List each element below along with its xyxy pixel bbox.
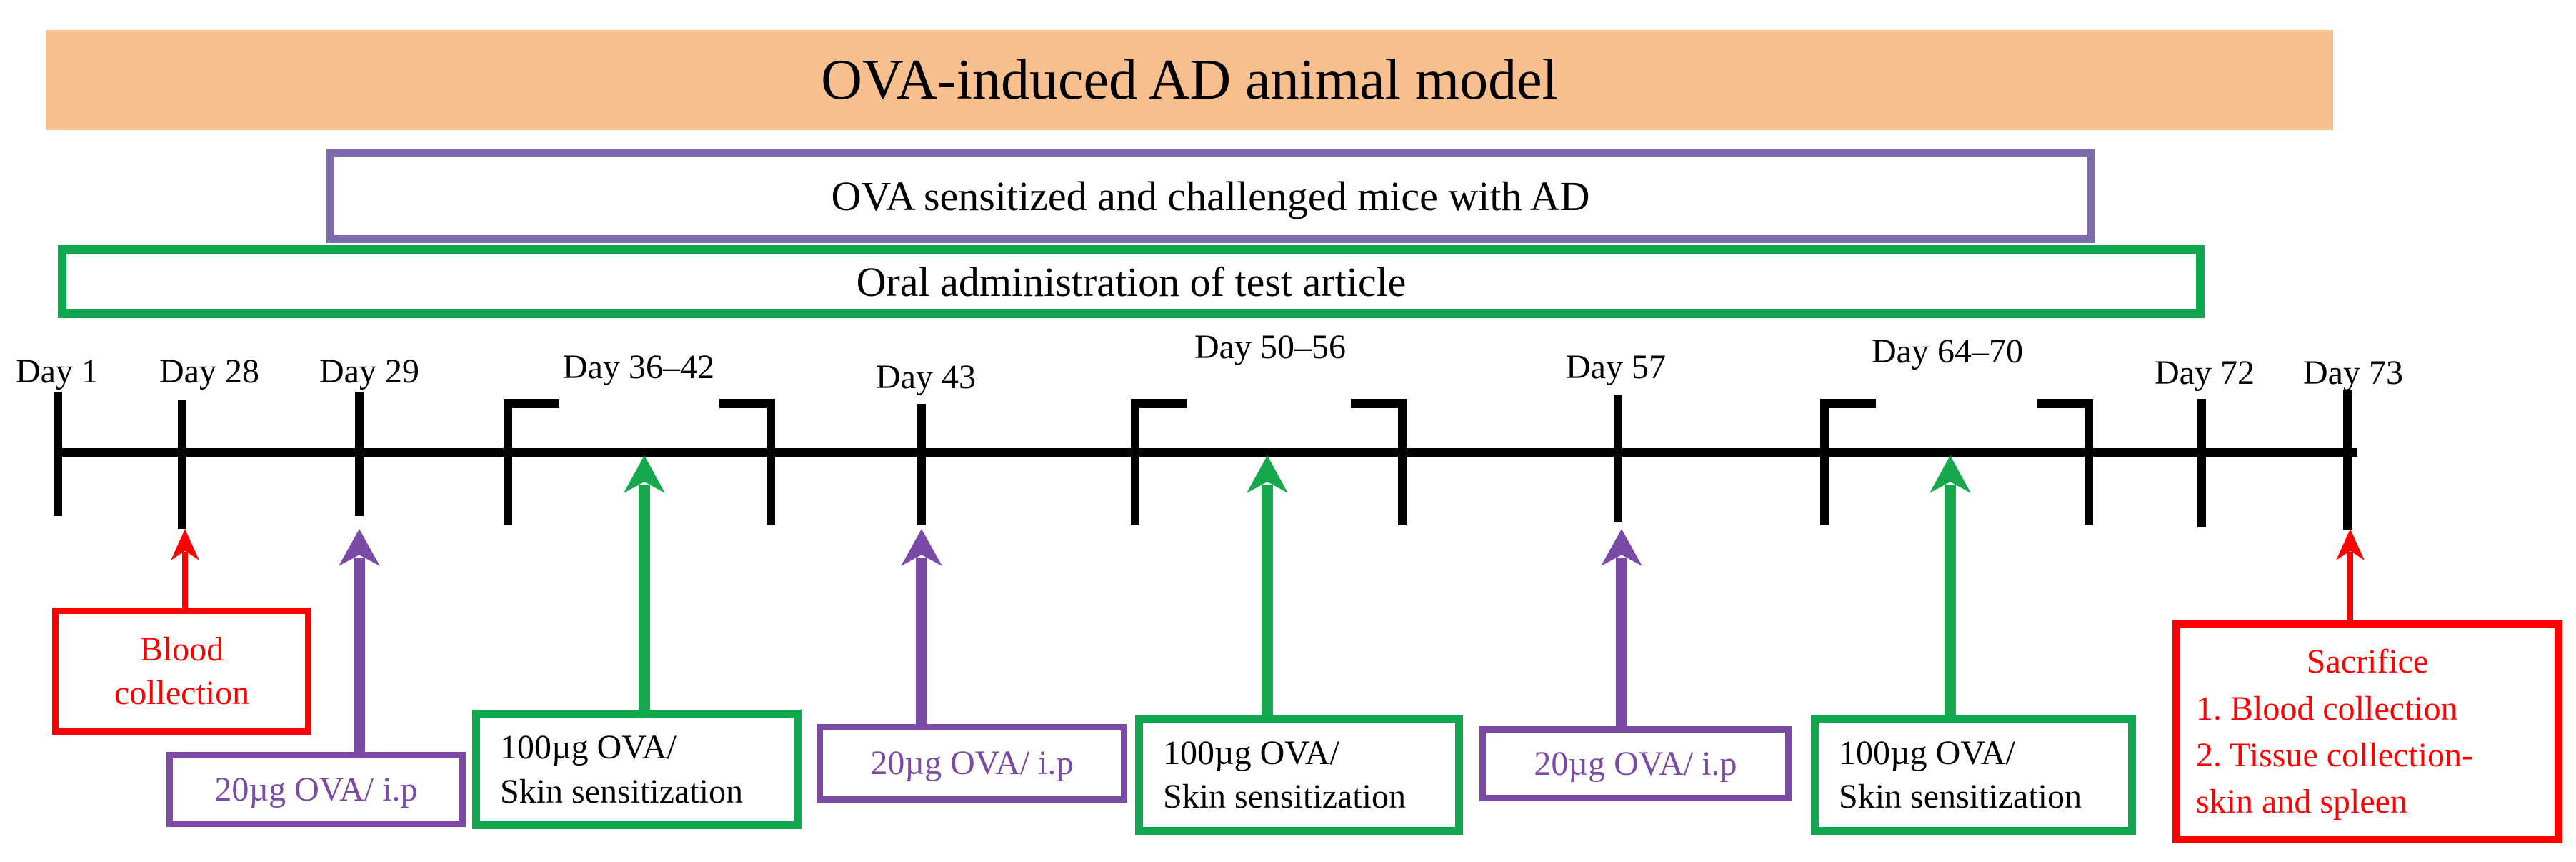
bracket-day-36-42-left [504, 399, 512, 525]
bracket-day-36-42-right-cap [719, 399, 775, 408]
blood-collection-arrow-shaft [182, 552, 188, 610]
sacrifice-line-1: 1. Blood collection [2196, 689, 2458, 728]
bracket-day-36-42-right [767, 399, 775, 525]
skin-sensitization-box-2-line-1: 100µg OVA/ [1163, 733, 1339, 772]
ip-injection-box-2-label: 20µg OVA/ i.p [870, 744, 1074, 783]
skin-sensitization-box-1-line-2: Skin sensitization [500, 772, 743, 811]
ova-sensitized-period-label: OVA sensitized and challenged mice with … [831, 172, 1590, 219]
ip-injection-box-2: 20µg OVA/ i.p [817, 724, 1127, 803]
skin-sensitization-box-3-line-1: 100µg OVA/ [1839, 733, 2015, 772]
skin-sensitization-box-1: 100µg OVA/ Skin sensitization [472, 710, 802, 829]
tick-day-28 [178, 400, 186, 529]
oral-administration-period-label: Oral administration of test article [856, 258, 1407, 305]
ip-injection-box-1-label: 20µg OVA/ i.p [214, 770, 418, 808]
sacrifice-line-3: skin and spleen [2196, 783, 2407, 821]
blood-collection-line-1: Blood [139, 630, 224, 668]
skin-sensitization-arrow-1-shaft [639, 485, 650, 713]
banner-title-bar: OVA-induced AD animal model [46, 30, 2333, 130]
tick-day-43 [917, 404, 926, 525]
ip-injection-box-3-label: 20µg OVA/ i.p [1534, 744, 1737, 783]
skin-sensitization-box-3-line-2: Skin sensitization [1839, 778, 2082, 816]
bracket-day-50-56-left [1131, 399, 1139, 525]
bracket-day-64-70-right [2085, 399, 2093, 525]
tick-day-1 [54, 392, 62, 516]
sacrifice-arrow-shaft [2347, 552, 2353, 623]
ip-injection-box-1: 20µg OVA/ i.p [166, 752, 466, 827]
bracket-day-50-56-left-cap [1131, 399, 1187, 408]
bracket-day-36-42-left-cap [504, 399, 559, 408]
bracket-day-64-70-left [1820, 399, 1829, 525]
bracket-day-50-56-right [1398, 399, 1407, 525]
ip-injection-arrow-3-shaft [1616, 558, 1627, 729]
banner-title: OVA-induced AD animal model [821, 48, 1558, 112]
day-label-29: Day 29 [319, 352, 419, 390]
skin-sensitization-arrow-3-shaft [1945, 485, 1956, 719]
skin-sensitization-box-2-line-2: Skin sensitization [1163, 778, 1406, 816]
day-label-72: Day 72 [2155, 354, 2255, 392]
bracket-day-64-70-left-cap [1820, 399, 1876, 408]
bracket-day-64-70-right-cap [2037, 399, 2093, 408]
ip-injection-box-3: 20µg OVA/ i.p [1479, 726, 1792, 801]
day-label-1: Day 1 [16, 352, 99, 390]
day-label-28: Day 28 [159, 352, 259, 390]
tick-day-57 [1614, 395, 1622, 522]
day-label-36-42: Day 36–42 [563, 348, 714, 386]
sacrifice-title: Sacrifice [2306, 643, 2429, 681]
day-label-57: Day 57 [1566, 348, 1666, 386]
tick-day-72 [2197, 399, 2206, 527]
ip-injection-arrow-1-shaft [354, 558, 365, 755]
ova-sensitized-period-bar: OVA sensitized and challenged mice with … [326, 149, 2095, 243]
oral-administration-period-bar: Oral administration of test article [58, 245, 2205, 318]
tick-day-73 [2343, 390, 2352, 530]
sacrifice-line-2: 2. Tissue collection- [2196, 736, 2474, 774]
timeline-axis [54, 448, 2357, 457]
tick-day-29 [355, 392, 364, 516]
day-label-64-70: Day 64–70 [1872, 332, 2023, 370]
sacrifice-box: Sacrifice 1. Blood collection 2. Tissue … [2172, 620, 2562, 843]
day-label-43: Day 43 [876, 358, 976, 396]
bracket-day-50-56-right-cap [1351, 399, 1407, 408]
blood-collection-box: Blood collection [52, 608, 311, 735]
skin-sensitization-box-1-line-1: 100µg OVA/ [500, 728, 677, 767]
blood-collection-line-2: collection [114, 674, 250, 712]
day-label-50-56: Day 50–56 [1194, 328, 1346, 366]
skin-sensitization-arrow-2-shaft [1262, 485, 1273, 719]
skin-sensitization-box-2: 100µg OVA/ Skin sensitization [1135, 715, 1463, 835]
skin-sensitization-box-3: 100µg OVA/ Skin sensitization [1811, 715, 2136, 835]
ip-injection-arrow-2-shaft [916, 558, 927, 729]
day-label-73: Day 73 [2303, 354, 2403, 392]
